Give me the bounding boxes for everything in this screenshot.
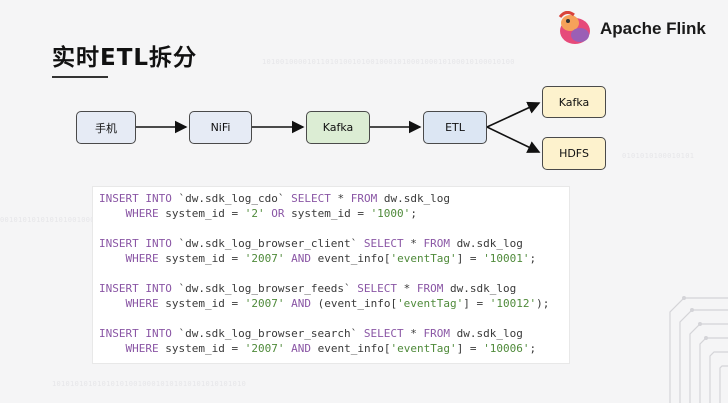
sql-text: *: [403, 237, 424, 250]
code-line: WHERE system_id = '2' OR system_id = '10…: [99, 206, 563, 221]
sql-text: ] =: [456, 342, 484, 355]
sql-keyword: WHERE: [125, 297, 159, 310]
sql-string: 'eventTag': [390, 342, 457, 355]
sql-text: `dw.sdk_log_browser_client`: [171, 237, 364, 250]
sql-string: '10012': [489, 297, 537, 310]
code-line: INSERT INTO `dw.sdk_log_cdo` SELECT * FR…: [99, 191, 563, 206]
sql-keyword: INSERT INTO: [99, 282, 172, 295]
node-etl: ETL: [423, 111, 487, 144]
sql-string: '2007': [244, 342, 285, 355]
sql-keyword: INSERT INTO: [99, 327, 172, 340]
brand-name: Apache Flink: [600, 19, 706, 38]
title-underline: [52, 76, 108, 78]
sql-text: [99, 252, 126, 265]
sql-string: 'eventTag': [397, 297, 464, 310]
sql-text: event_info[: [310, 252, 391, 265]
sql-text: system_id =: [158, 297, 245, 310]
sql-keyword: WHERE: [125, 207, 159, 220]
sql-keyword: WHERE: [125, 252, 159, 265]
sql-text: event_info[: [310, 342, 391, 355]
arrow-etl-to-hdfs: [486, 126, 541, 153]
squirrel-logo-icon: [558, 11, 590, 44]
sql-text: dw.sdk_log: [377, 192, 451, 205]
sql-text: ] =: [463, 297, 490, 310]
sql-text: dw.sdk_log: [450, 327, 523, 340]
node-hdfs: HDFS: [542, 137, 606, 170]
sql-text: ;: [410, 207, 417, 220]
sql-text: [99, 342, 126, 355]
sql-keyword: FROM: [423, 237, 451, 250]
sql-text: system_id =: [158, 342, 245, 355]
page-title: 实时ETL拆分: [52, 45, 198, 71]
sql-string: '2': [244, 207, 265, 220]
sql-keyword: FROM: [350, 192, 378, 205]
circuit-decoration-icon: [669, 296, 728, 403]
binary-decoration-right: 0101010100010101: [622, 152, 695, 160]
sql-text: system_id =: [284, 207, 371, 220]
node-phone: 手机: [76, 111, 136, 144]
sql-text: ] =: [456, 252, 484, 265]
sql-text: `dw.sdk_log_browser_feeds`: [171, 282, 358, 295]
sql-string: '10001': [483, 252, 530, 265]
sql-text: (event_info[: [310, 297, 398, 310]
code-line: WHERE system_id = '2007' AND event_info[…: [99, 341, 563, 356]
node-nifi: NiFi: [189, 111, 252, 144]
sql-string: '2007': [244, 252, 285, 265]
sql-text: `dw.sdk_log_cdo`: [171, 192, 292, 205]
node-kafka: Kafka: [306, 111, 370, 144]
sql-keyword: SELECT: [363, 237, 404, 250]
code-line: [99, 221, 563, 236]
sql-string: '10006': [483, 342, 530, 355]
sql-string: '1000': [370, 207, 411, 220]
sql-keyword: FROM: [423, 327, 451, 340]
sql-text: `dw.sdk_log_browser_search`: [171, 327, 364, 340]
sql-text: [99, 207, 126, 220]
sql-keyword: OR: [271, 207, 285, 220]
sql-text: system_id =: [158, 252, 245, 265]
sql-keyword: WHERE: [125, 342, 159, 355]
sql-text: [99, 297, 126, 310]
sql-text: *: [397, 282, 417, 295]
sql-text: *: [403, 327, 424, 340]
code-line: INSERT INTO `dw.sdk_log_browser_client` …: [99, 236, 563, 251]
code-line: [99, 266, 563, 281]
sql-keyword: AND: [291, 252, 311, 265]
sql-keyword: SELECT: [357, 282, 398, 295]
sql-keyword: SELECT: [291, 192, 331, 205]
binary-decoration-bottom: 1010101010101010100100010101010101010101…: [52, 380, 247, 388]
binary-decoration-left: 00101010101010100100010100010101: [0, 216, 145, 224]
sql-text: *: [330, 192, 351, 205]
sql-text: dw.sdk_log: [443, 282, 517, 295]
sql-text: );: [536, 297, 550, 310]
sql-keyword: INSERT INTO: [99, 192, 172, 205]
sql-keyword: SELECT: [363, 327, 404, 340]
code-line: [99, 311, 563, 326]
sql-text: dw.sdk_log: [450, 237, 523, 250]
sql-code-block: INSERT INTO `dw.sdk_log_cdo` SELECT * FR…: [92, 186, 570, 364]
sql-text: ;: [529, 252, 537, 265]
sql-string: '2007': [244, 297, 285, 310]
sql-keyword: FROM: [416, 282, 444, 295]
sql-string: 'eventTag': [390, 252, 457, 265]
sql-text: ;: [529, 342, 537, 355]
code-line: INSERT INTO `dw.sdk_log_browser_search` …: [99, 326, 563, 341]
code-line: WHERE system_id = '2007' AND event_info[…: [99, 251, 563, 266]
binary-decoration-top: 1010010000101101010010100100010100010001…: [262, 58, 515, 66]
sql-keyword: INSERT INTO: [99, 237, 172, 250]
node-kafka-output: Kafka: [542, 86, 606, 118]
code-line: WHERE system_id = '2007' AND (event_info…: [99, 296, 563, 311]
brand-logo: Apache Flink: [556, 11, 706, 47]
sql-keyword: AND: [291, 342, 311, 355]
code-line: INSERT INTO `dw.sdk_log_browser_feeds` S…: [99, 281, 563, 296]
sql-text: system_id =: [158, 207, 245, 220]
arrow-etl-to-kafka-out: [486, 101, 541, 128]
sql-keyword: AND: [291, 297, 311, 310]
